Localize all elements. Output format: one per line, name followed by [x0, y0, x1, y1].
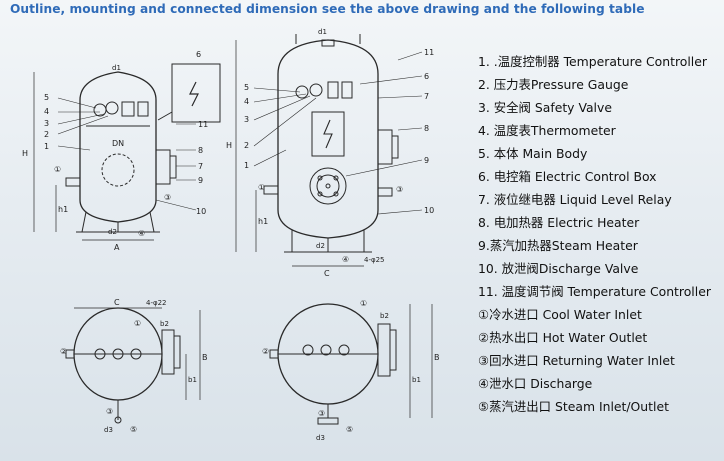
legend-item-1: 1. .温度控制器 Temperature Controller: [478, 54, 707, 69]
label-9-b: 9: [424, 156, 429, 165]
label-b1-d: b1: [412, 376, 421, 384]
label-5-b: 5: [244, 83, 249, 92]
label-1: 1: [44, 142, 49, 151]
label-d1-a: d1: [112, 64, 121, 72]
label-circle-3-a: ③: [164, 193, 171, 202]
label-9: 9: [198, 176, 203, 185]
label-6-b: 6: [424, 72, 429, 81]
legend-item-7: 7. 液位继电器 Liquid Level Relay: [478, 192, 672, 207]
label-7: 7: [198, 162, 203, 171]
label-circle-1-d: ①: [360, 299, 367, 308]
label-circle-3-c: ③: [106, 407, 113, 416]
label-d2-b: d2: [316, 242, 325, 250]
label-circle-1-a: ①: [54, 165, 61, 174]
label-circle-2-c: ②: [60, 347, 67, 356]
label-d1-b: d1: [318, 28, 327, 36]
label-holes-25: 4-φ25: [364, 256, 385, 264]
label-11: 11: [198, 120, 208, 129]
label-11-b: 11: [424, 48, 434, 57]
top-view-right: [269, 303, 433, 425]
label-8-b: 8: [424, 124, 429, 133]
label-a: A: [114, 243, 120, 252]
label-8: 8: [198, 146, 203, 155]
label-circle-2-d: ②: [262, 347, 269, 356]
legend-item-6: 6. 电控箱 Electric Control Box: [478, 169, 657, 184]
legend-item-cool-water: ①冷水进口 Cool Water Inlet: [478, 307, 642, 322]
label-2: 2: [44, 130, 49, 139]
label-h: H: [22, 149, 28, 158]
label-circle-5-c: ⑤: [130, 425, 137, 434]
legend-item-5: 5. 本体 Main Body: [478, 146, 588, 161]
label-c-c: C: [114, 298, 120, 307]
label-b2-d: b2: [380, 312, 389, 320]
label-10: 10: [196, 207, 206, 216]
label-3: 3: [44, 119, 49, 128]
label-circle-5-d: ⑤: [346, 425, 353, 434]
label-holes-22: 4-φ22: [146, 299, 167, 307]
legend-item-4: 4. 温度表Thermometer: [478, 123, 616, 138]
label-b1-c: b1: [188, 376, 197, 384]
label-h1-b: h1: [258, 217, 268, 226]
label-c-b: C: [324, 269, 330, 278]
label-h-b: H: [226, 141, 232, 150]
label-2-b: 2: [244, 141, 249, 150]
drawing-labels: 5 4 3 2 1 6 11 8 7 9 10 DN H h1 A d1 d2 …: [22, 28, 440, 442]
label-b-d: B: [434, 353, 440, 362]
front-view-left: [33, 63, 221, 241]
legend-item-8: 8. 电加热器 Electric Heater: [478, 215, 640, 230]
label-10-b: 10: [424, 206, 434, 215]
legend-item-steam: ⑤蒸汽进出口 Steam Inlet/Outlet: [478, 399, 669, 414]
label-5: 5: [44, 93, 49, 102]
label-1-b: 1: [244, 161, 249, 170]
label-circle-4-a: ④: [138, 229, 145, 238]
legend-item-2: 2. 压力表Pressure Gauge: [478, 77, 629, 92]
label-circle-1-c: ①: [134, 319, 141, 328]
legend-item-9: 9.蒸汽加热器Steam Heater: [478, 238, 638, 253]
legend-item-11: 11. 温度调节阀 Temperature Controller: [478, 284, 711, 299]
legend-item-returning-water: ③回水进口 Returning Water Inlet: [478, 353, 675, 368]
label-7-b: 7: [424, 92, 429, 101]
label-d2-a: d2: [108, 228, 117, 236]
page-header: Outline, mounting and connected dimensio…: [10, 2, 645, 16]
label-6: 6: [196, 50, 201, 59]
front-view-right: [235, 34, 423, 267]
legend-item-discharge: ④泄水口 Discharge: [478, 376, 593, 391]
legend-item-10: 10. 放泄阀Discharge Valve: [478, 261, 639, 276]
top-view-left: [65, 307, 201, 424]
legend-item-hot-water: ②热水出口 Hot Water Outlet: [478, 330, 648, 345]
label-circle-1-b: ①: [258, 183, 265, 192]
label-b2-c: b2: [160, 320, 169, 328]
label-circle-3-d: ③: [318, 409, 325, 418]
legend-item-3: 3. 安全阀 Safety Valve: [478, 100, 612, 115]
label-4: 4: [44, 107, 49, 116]
label-4-b: 4: [244, 97, 249, 106]
label-3-b: 3: [244, 115, 249, 124]
label-d3-d: d3: [316, 434, 325, 442]
label-h1: h1: [58, 205, 68, 214]
label-b-c: B: [202, 353, 208, 362]
label-dn: DN: [112, 139, 124, 148]
label-circle-4-b: ④: [342, 255, 349, 264]
label-circle-3-b: ③: [396, 185, 403, 194]
label-d3-c: d3: [104, 426, 113, 434]
